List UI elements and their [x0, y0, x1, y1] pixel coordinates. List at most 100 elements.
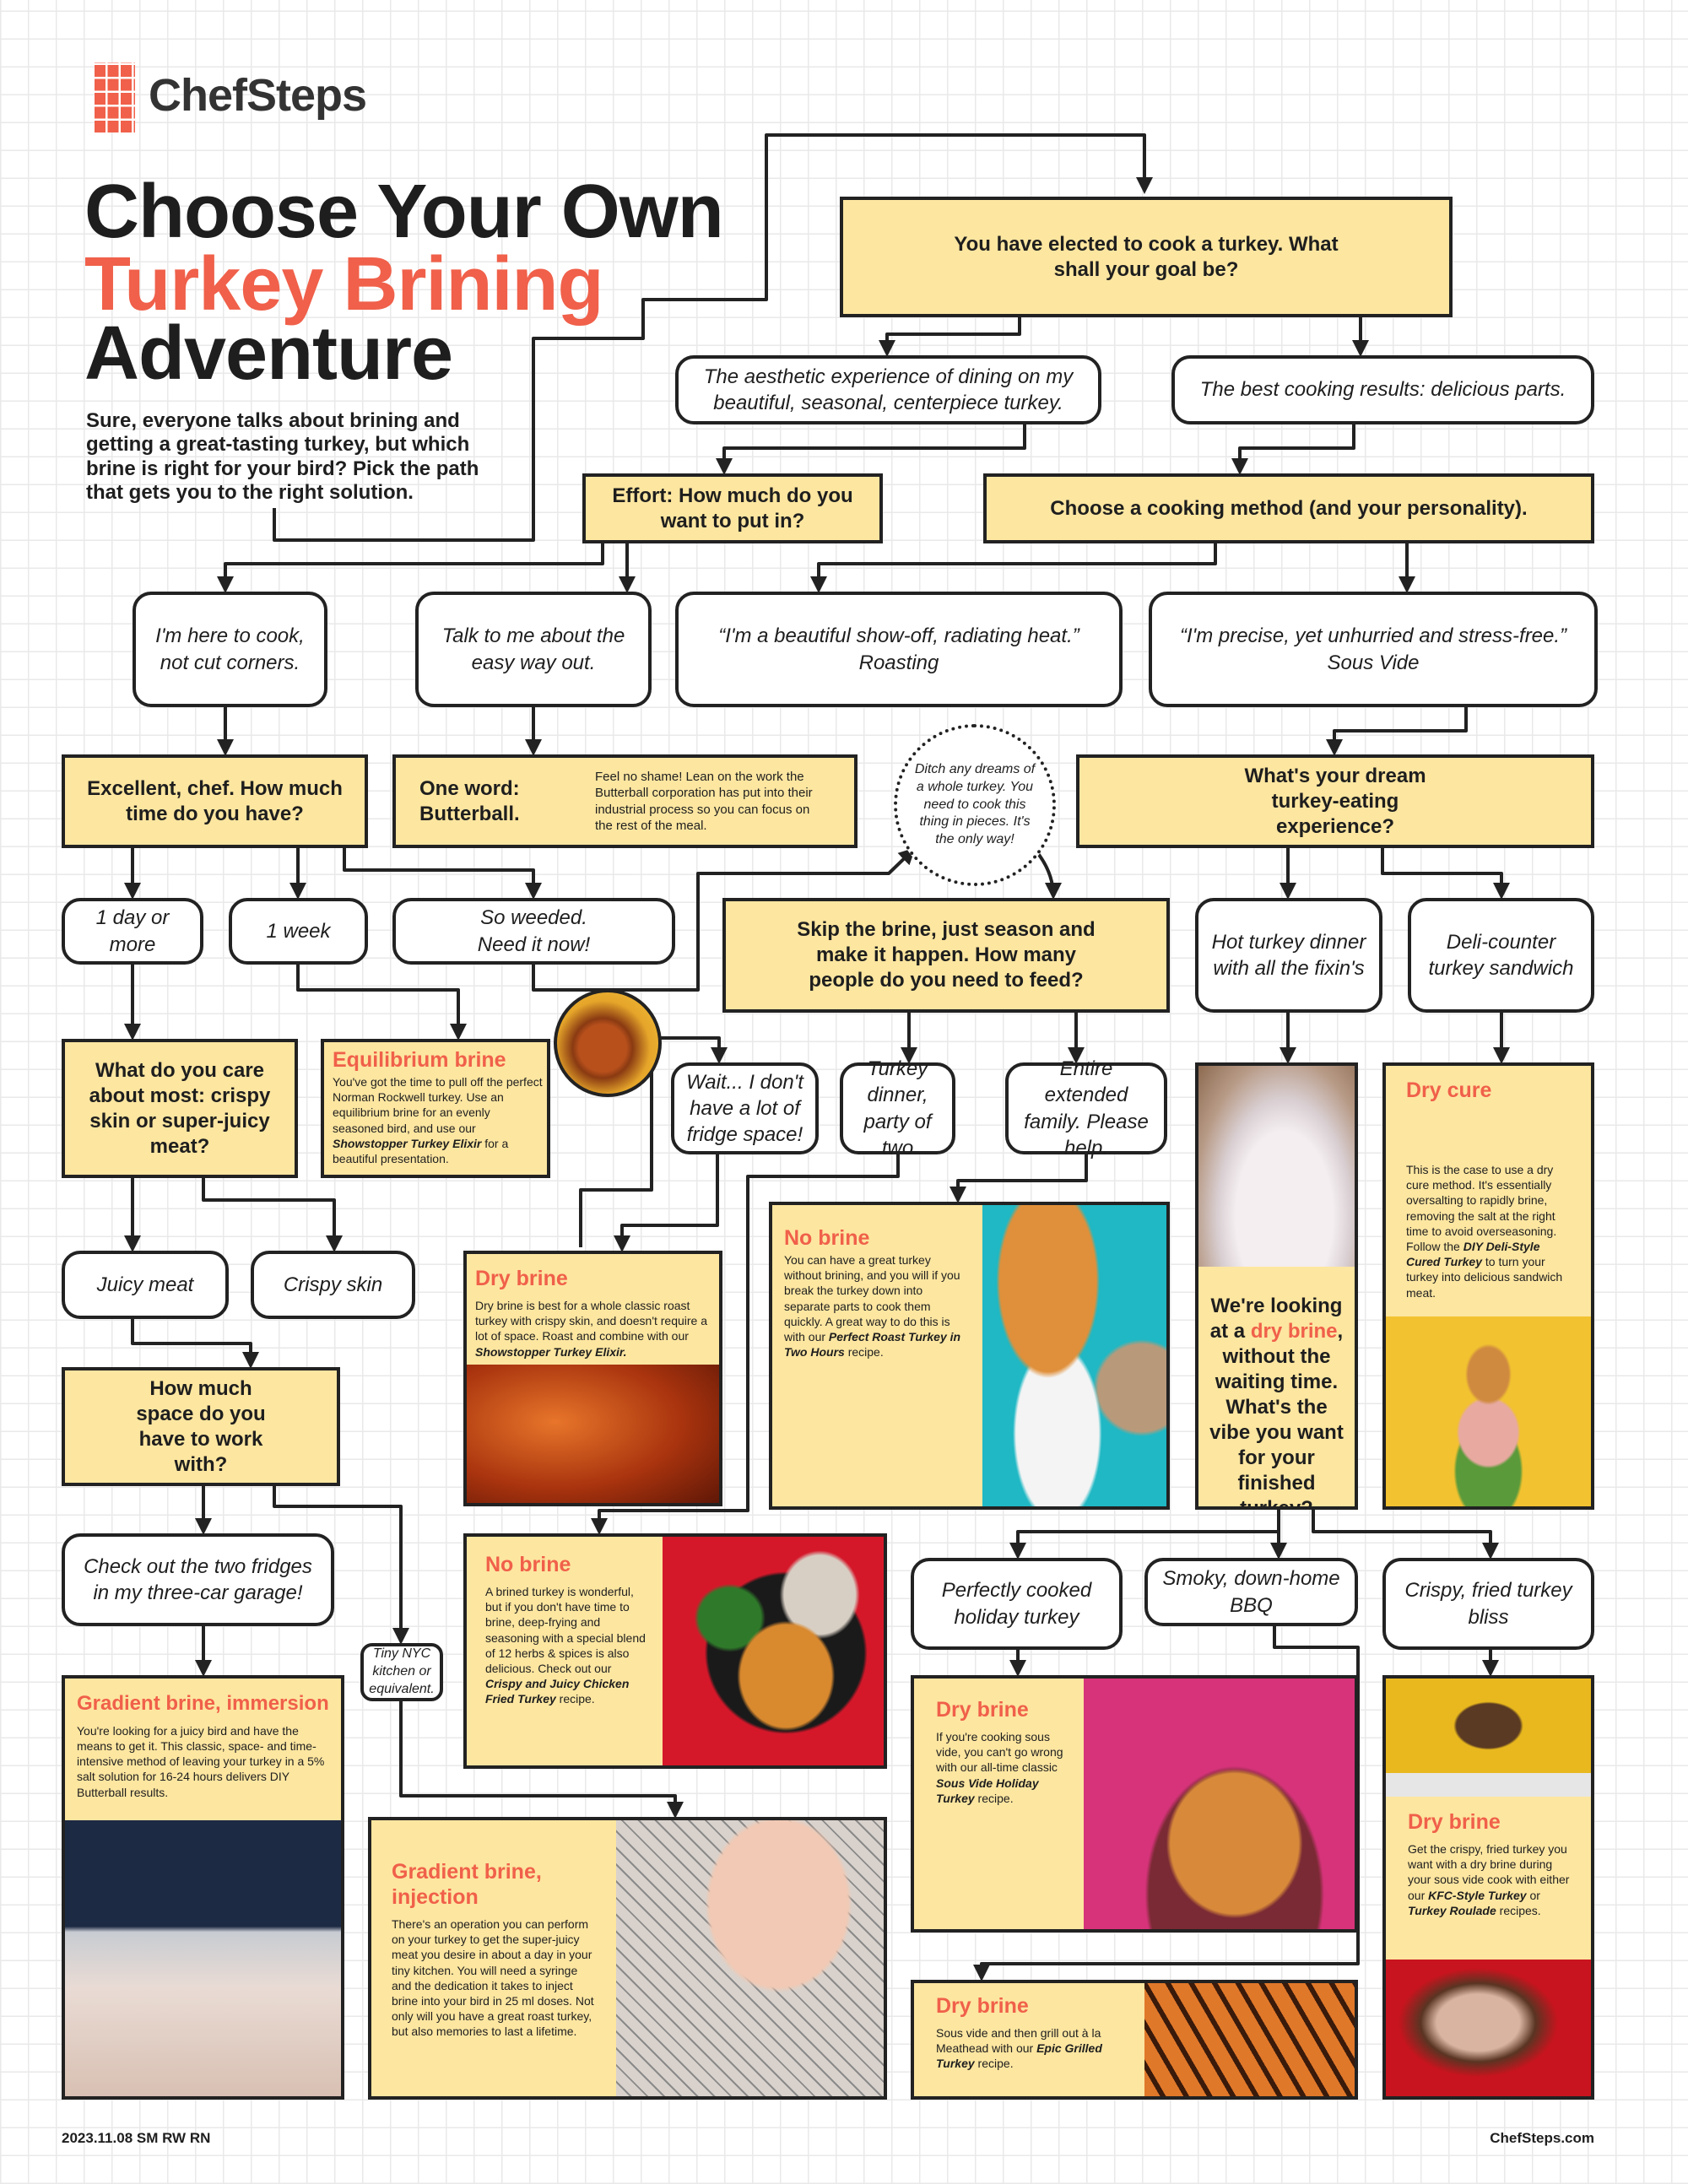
salt-photo [1198, 1066, 1355, 1267]
result-text: Dry cure This is the case to use a dry c… [1386, 1066, 1591, 1312]
result-text: No brine A brined turkey is wonderful, b… [467, 1537, 651, 1707]
result-gradient-immersion: Gradient brine, immersion You're looking… [62, 1675, 344, 2100]
connector [343, 848, 542, 900]
body-text: Get the crispy, fried turkey you want wi… [1408, 1842, 1570, 1902]
connector [217, 543, 604, 593]
node-effort: Effort: How much do you want to put in? [582, 473, 883, 543]
salt-immersion-photo [65, 1820, 341, 2096]
result-title: Dry cure [1406, 1078, 1492, 1102]
node-juicy: Juicy meat [62, 1251, 229, 1319]
recipe-link: Crispy and Juicy Chicken Fried Turkey [485, 1677, 630, 1706]
result-title: Equilibrium brine [333, 1048, 506, 1072]
recipe-link: KFC-Style Turkey [1428, 1888, 1527, 1902]
roast-turkey-photo [554, 989, 662, 1097]
node-crispy-skin: Crispy skin [251, 1251, 415, 1319]
connector [579, 1036, 728, 1247]
recipe-link: Sous Vide Holiday Turkey [936, 1776, 1039, 1805]
node-butterball: One word: Butterball. Feel no shame! Lea… [392, 754, 858, 848]
result-text: Dry brine Dry brine is best for a whole … [467, 1254, 719, 1371]
connector [1009, 1510, 1280, 1560]
connector [273, 133, 1153, 542]
node-dream: What's your dream turkey-eating experien… [1076, 754, 1594, 848]
butterball-title: One word: Butterball. [419, 776, 520, 825]
deli-sandwich-photo [1386, 1316, 1591, 1506]
body-text: or [1526, 1888, 1540, 1902]
body-text: for a beautiful presentation. [333, 1136, 509, 1165]
sous-vide-turkey-photo [1084, 1679, 1355, 1929]
result-body: You've got the time to pull off the perf… [333, 1074, 544, 1166]
connector [1381, 848, 1510, 900]
node-method: Choose a cooking method (and your person… [983, 473, 1594, 543]
body-text: You've got the time to pull off the perf… [333, 1075, 543, 1135]
node-one-day: 1 day or more [62, 898, 203, 965]
connector [614, 1154, 719, 1252]
body-text: A brined turkey is wonderful, but if you… [485, 1585, 646, 1675]
roast-skin-photo [467, 1365, 719, 1503]
node-extended: Entire extended family. Please help. [1005, 1057, 1167, 1160]
node-two-fridges: Check out the two fridges in my three-ca… [62, 1533, 334, 1626]
footer-site[interactable]: ChefSteps.com [1490, 2130, 1594, 2146]
vibe-text: We're looking at a dry brine, without th… [1204, 1294, 1350, 1510]
connector [1231, 424, 1355, 475]
result-no-brine-roast: No brine You can have a great turkey wit… [769, 1202, 1170, 1510]
result-title: Gradient brine, immersion [77, 1692, 329, 1715]
body-text: recipe. [844, 1345, 884, 1360]
result-dry-brine-sous-vide: Dry brine If you're cooking sous vide, y… [911, 1675, 1358, 1933]
result-text: Gradient brine, injection There's an ope… [371, 1820, 616, 2079]
vibe-text-part: , without the waiting time. What's the v… [1209, 1320, 1344, 1510]
node-roasting: “I'm a beautiful show-off, radiating hea… [675, 592, 1123, 707]
result-text: No brine You can have a great turkey wit… [772, 1205, 979, 1380]
node-excellent: Excellent, chef. How much time do you ha… [62, 754, 368, 848]
body-text: You can have a great turkey without brin… [784, 1253, 960, 1343]
result-text: Dry brine Get the crispy, fried turkey y… [1408, 1809, 1577, 1918]
body-text: recipes. [1496, 1903, 1541, 1917]
body-text: recipe. [555, 1692, 595, 1706]
result-title: Dry brine [936, 1994, 1029, 2018]
footer-credits: 2023.11.08 SM RW RN [62, 2130, 211, 2146]
result-dry-cure: Dry cure This is the case to use a dry c… [1382, 1062, 1594, 1510]
dry-brine-highlight: dry brine [1250, 1320, 1338, 1343]
node-perfect-holiday: Perfectly cooked holiday turkey [911, 1558, 1123, 1650]
node-hot-dinner: Hot turkey dinner with all the fixin's [1195, 898, 1382, 1013]
result-dry-brine-roast: Dry brine Dry brine is best for a whole … [463, 1251, 722, 1506]
vibe-text-part: We're looking at a [1209, 1295, 1343, 1343]
connector [532, 847, 916, 992]
connector [950, 1154, 1088, 1203]
chicken-fried-turkey-photo [663, 1537, 884, 1765]
connector [1312, 1510, 1499, 1560]
node-fridge: Wait... I don't have a lot of fridge spa… [671, 1062, 819, 1154]
title-line-3: Adventure [84, 311, 453, 396]
result-title: Gradient brine, injection [392, 1860, 542, 1909]
node-easy-way: Talk to me about the easy way out. [415, 592, 652, 707]
title-line-1: Choose Your Own [84, 170, 724, 254]
node-best-results: The best cooking results: delicious part… [1171, 355, 1594, 424]
result-title: No brine [485, 1553, 571, 1576]
result-title: No brine [784, 1226, 870, 1250]
butterball-body: Feel no shame! Lean on the work the Butt… [595, 769, 813, 834]
intro-text: Sure, everyone talks about brining and g… [86, 409, 479, 504]
body-text: recipe. [974, 2057, 1014, 2071]
node-tiny-nyc: Tiny NYC kitchen or equivalent. [360, 1643, 443, 1701]
grilled-turkey-photo [1144, 1983, 1355, 2096]
result-text: Dry brine Sous vide and then grill out à… [914, 1983, 1145, 2082]
connector [131, 1319, 259, 1369]
result-dry-brine-grilled: Dry brine Sous vide and then grill out à… [911, 1980, 1358, 2100]
node-aesthetic: The aesthetic experience of dining on my… [675, 355, 1101, 424]
brand-name: ChefSteps [149, 70, 367, 121]
node-party-two: Turkey dinner, party of two [840, 1057, 955, 1160]
result-title: Dry brine [936, 1698, 1029, 1722]
recipe-link: DIY Deli-Style Cured Turkey [1406, 1239, 1540, 1269]
result-body: Sous vide and then grill out à la Meathe… [936, 2025, 1123, 2072]
result-body: A brined turkey is wonderful, but if you… [485, 1584, 651, 1707]
node-space: How much space do you have to work with? [62, 1367, 340, 1486]
recipe-link: Perfect Roast Turkey in Two Hours [784, 1329, 961, 1360]
result-body: You can have a great turkey without brin… [784, 1252, 967, 1360]
node-deli: Deli-counter turkey sandwich [1408, 898, 1594, 1013]
node-weeded: So weeded. Need it now! [392, 898, 675, 965]
roast-parts-gravy-photo [982, 1205, 1166, 1506]
connector [716, 424, 1026, 475]
connector [273, 1486, 409, 1645]
result-body: There's an operation you can perform on … [392, 1917, 594, 2039]
result-dry-brine-vibe: We're looking at a dry brine, without th… [1195, 1062, 1358, 1510]
